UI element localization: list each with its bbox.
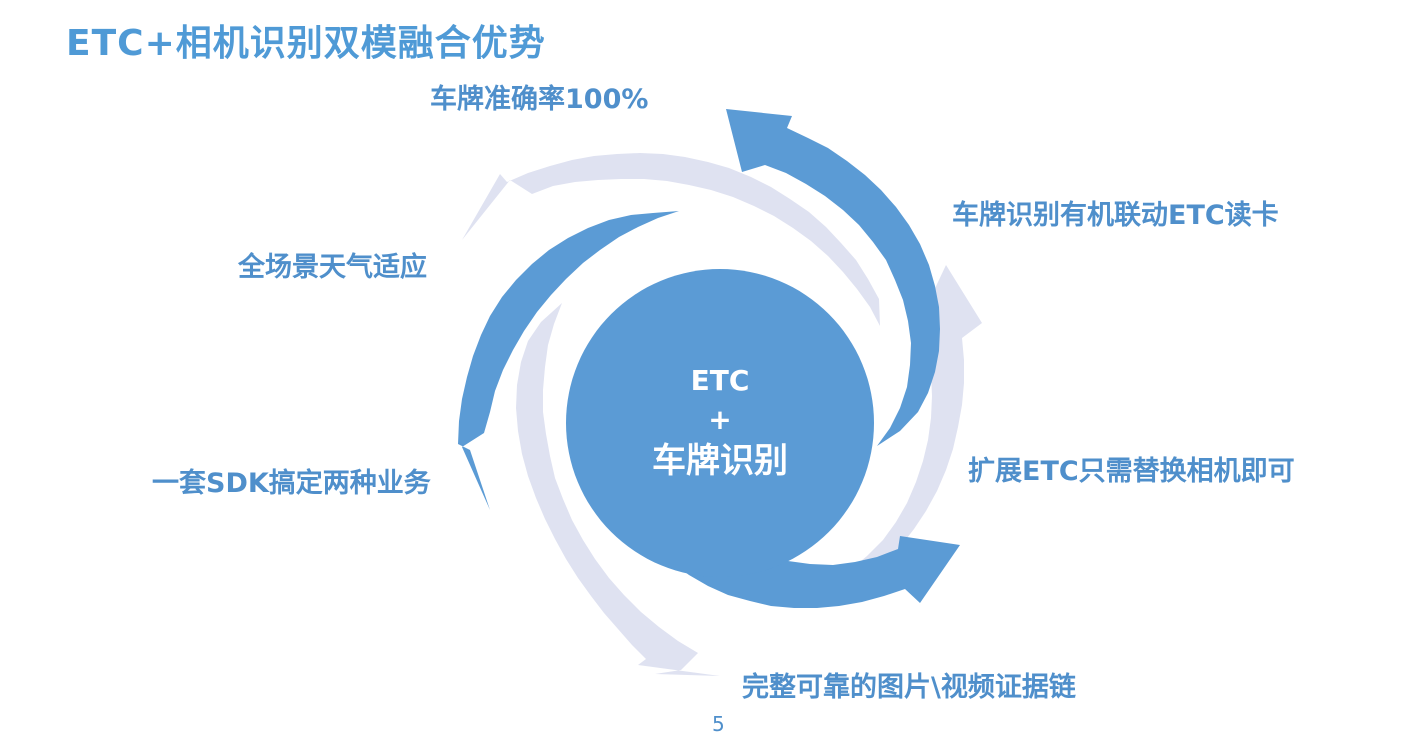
page-number: 5 <box>712 712 725 736</box>
center-hub: ETC + 车牌识别 <box>566 269 874 577</box>
advantage-label-evidence-chain: 完整可靠的图片\视频证据链 <box>742 672 1076 703</box>
hub-line-plate-recognition: 车牌识别 <box>652 441 788 482</box>
advantage-label-expand-etc: 扩展ETC只需替换相机即可 <box>968 456 1295 487</box>
light-arrow-right <box>744 265 982 601</box>
dark-arrow-top <box>726 109 940 446</box>
advantage-label-all-weather: 全场景天气适应 <box>238 252 427 283</box>
advantage-label-single-sdk: 一套SDK搞定两种业务 <box>152 468 431 499</box>
light-arrow-bottom-left <box>516 303 720 676</box>
light-arrow-top-left <box>462 153 880 326</box>
slide-title: ETC+相机识别双模融合优势 <box>66 23 546 64</box>
advantage-label-etc-linkage: 车牌识别有机联动ETC读卡 <box>952 200 1279 231</box>
dark-arrow-left <box>458 211 679 510</box>
hub-line-plus: + <box>708 403 732 436</box>
hub-line-etc: ETC <box>690 364 750 397</box>
advantage-label-plate-accuracy: 车牌准确率100% <box>430 84 649 115</box>
